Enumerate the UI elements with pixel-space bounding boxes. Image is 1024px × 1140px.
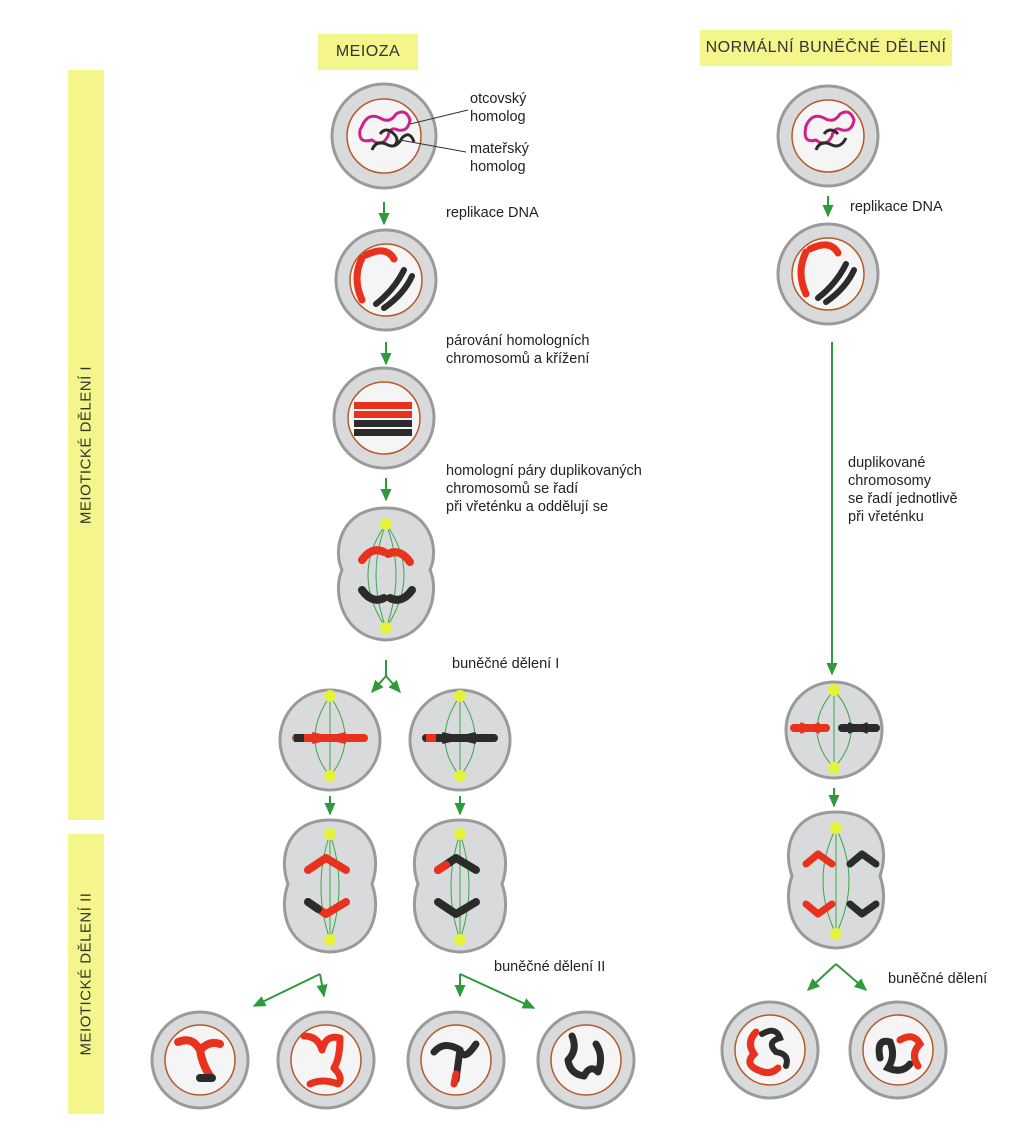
label-division-2: buněčné dělení II: [494, 959, 606, 975]
paternal-homolog-thread: [358, 110, 412, 145]
gamete-2: [276, 1010, 376, 1110]
cell-interphase-meiosis: [330, 82, 469, 190]
label-replication-meiosis: replikace DNA: [446, 205, 539, 221]
fork-arrow-mitosis: [806, 963, 868, 991]
label-pairing: párování homologních chromosomů a křížen…: [446, 332, 590, 368]
daughter-cell-mitosis-2: [848, 1000, 948, 1100]
label-paternal-line-2: homolog: [470, 109, 526, 125]
label-paternal-line-1: otcovský: [470, 91, 527, 107]
gamete-4: [536, 1010, 636, 1110]
label-duplicated-line-2: chromosomy: [848, 473, 931, 489]
label-homolog-pairs-line-1: homologní páry duplikovaných: [446, 463, 642, 479]
cell-anaphase-2b: [413, 818, 507, 954]
label-pairing-line-2: chromosomů a křížení: [446, 351, 590, 367]
label-maternal-line-2: homolog: [470, 159, 526, 175]
fork-arrow-division-1: [371, 660, 401, 694]
meiosis-header: MEIOZA: [318, 34, 418, 70]
label-cell-division: buněčné dělení: [888, 971, 988, 987]
fork-arrows-division-2: [252, 973, 536, 1009]
label-homolog-pairs-line-2: chromosomů se řadí: [446, 481, 579, 497]
label-homolog-pairs: homologní páry duplikovaných chromosomů …: [446, 462, 642, 516]
cell-pairing: [332, 366, 436, 470]
mitosis-header: NORMÁLNÍ BUNĚČNÉ DĚLENÍ: [700, 30, 952, 66]
cell-interphase-mitosis: [776, 84, 880, 188]
label-homolog-pairs-line-3: při vřeténku a oddělují se: [446, 499, 609, 515]
label-duplicated-line-3: se řadí jednotlivě: [848, 491, 958, 507]
sidebar-meiotic-division-1: MEIOTICKÉ DĚLENÍ I: [68, 70, 104, 820]
gamete-3: [406, 1010, 506, 1110]
label-maternal-line-1: mateřský: [470, 141, 529, 157]
label-replication-mitosis: replikace DNA: [850, 199, 943, 215]
cell-anaphase-2a: [283, 818, 377, 954]
cell-daughter-1a: [278, 688, 382, 792]
label-duplicated-line-4: při vřeténku: [848, 509, 924, 525]
label-duplicated-line-1: duplikované: [848, 455, 926, 471]
daughter-cell-mitosis-1: [720, 1000, 820, 1100]
label-paternal-homolog: otcovský homolog: [470, 90, 526, 126]
cell-replicated-meiosis: [334, 228, 438, 332]
cell-metaphase-mitosis: [784, 680, 884, 780]
cell-daughter-1b: [408, 688, 512, 792]
label-pairing-line-1: párování homologních: [446, 333, 590, 349]
label-division-1: buněčné dělení I: [452, 656, 560, 672]
maternal-homolog-thread: [370, 128, 416, 151]
cell-anaphase-mitosis: [787, 810, 885, 950]
cell-metaphase-1: [337, 506, 435, 642]
cell-replicated-mitosis: [776, 222, 880, 326]
sidebar-meiotic-division-2: MEIOTICKÉ DĚLENÍ II: [68, 834, 104, 1114]
label-duplicated: duplikované chromosomy se řadí jednotliv…: [848, 454, 958, 526]
label-maternal-homolog: mateřský homolog: [470, 140, 529, 176]
gamete-1: [150, 1010, 250, 1110]
